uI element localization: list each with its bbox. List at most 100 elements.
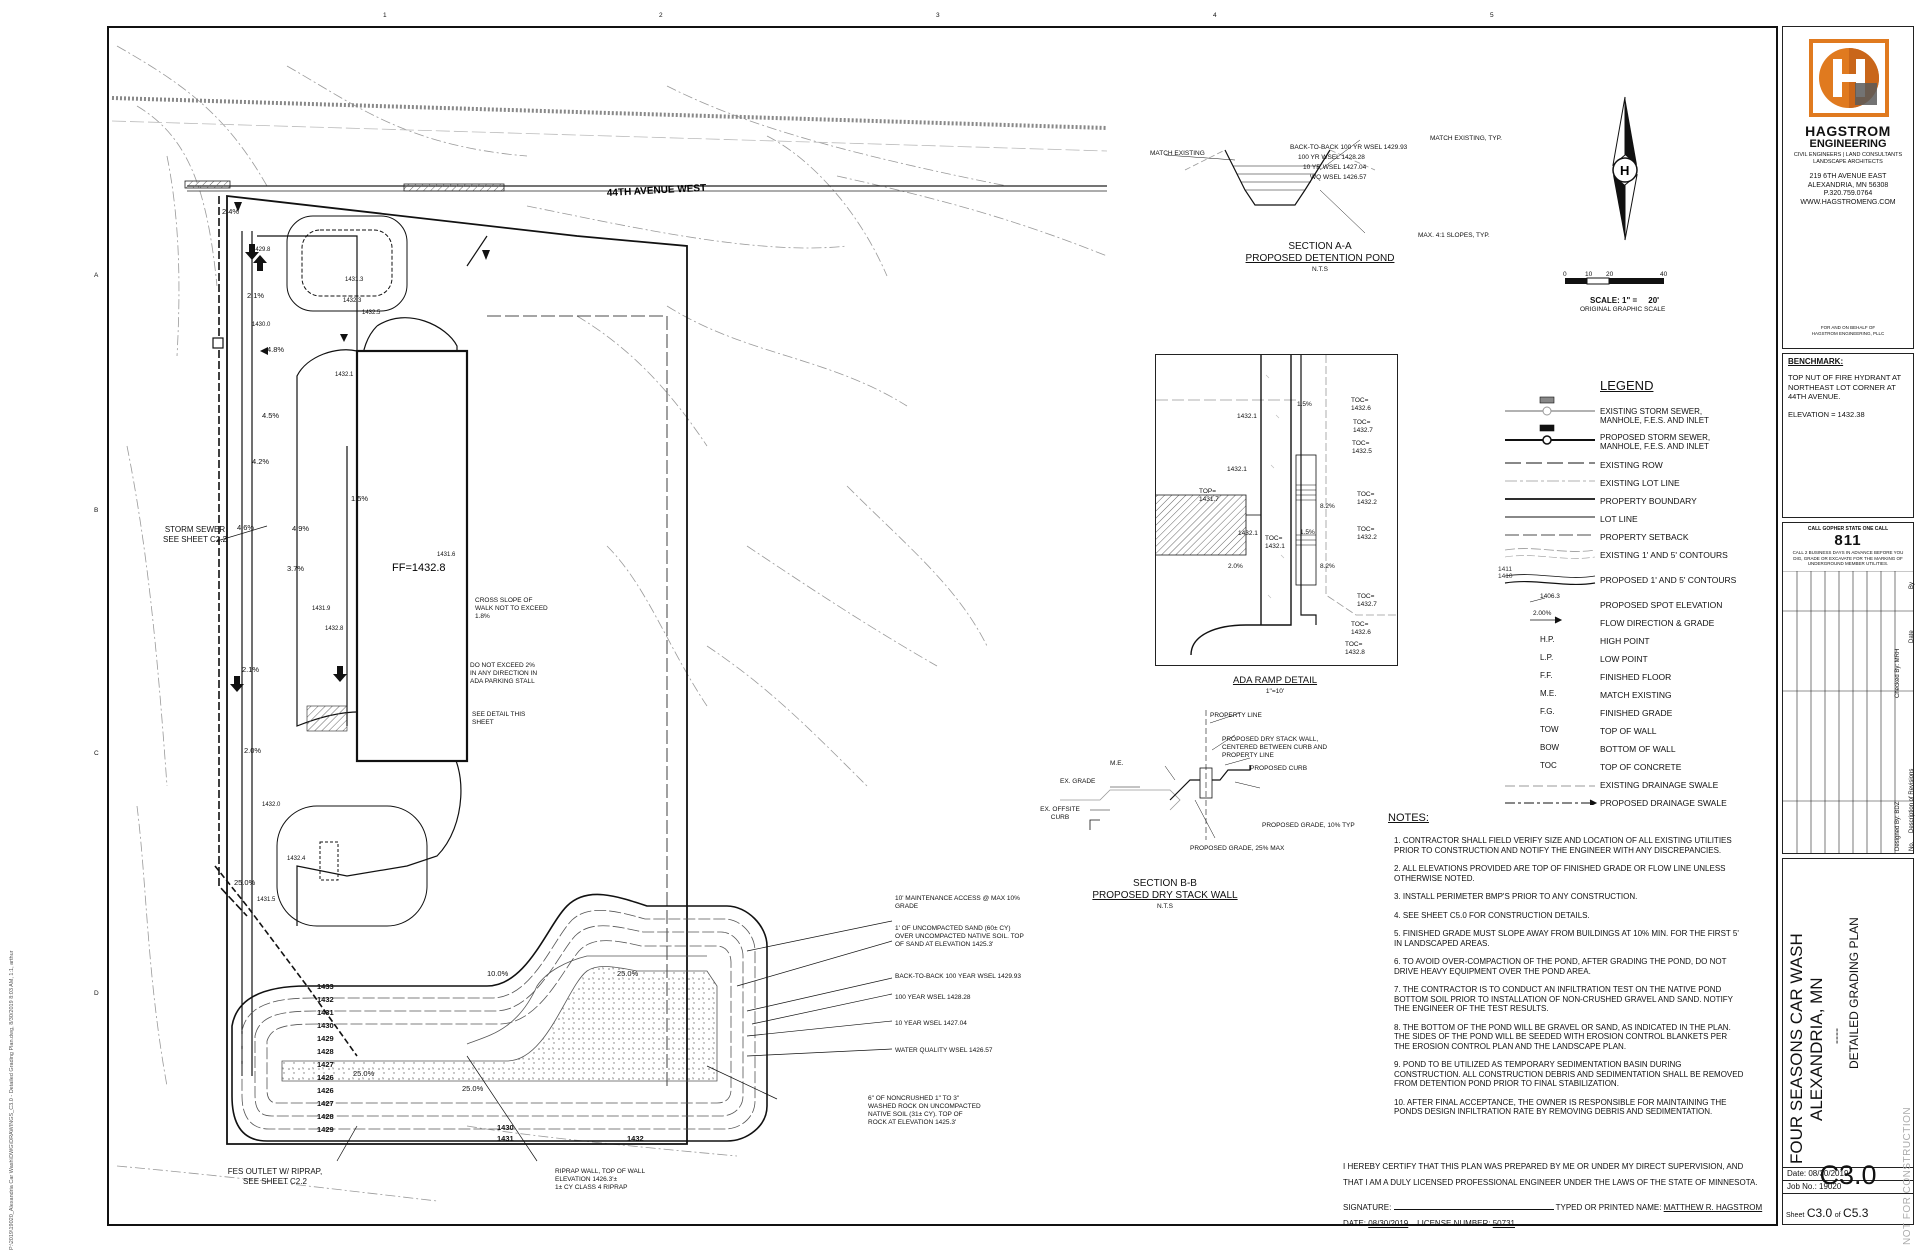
scale-tick: 20	[1606, 271, 1614, 278]
firm-address: 219 6TH AVENUE EAST ALEXANDRIA, MN 56308…	[1783, 173, 1913, 207]
benchmark-elevation: ELEVATION = 1432.38	[1788, 410, 1865, 419]
legend-item: PROPERTY BOUNDARY	[1600, 496, 1697, 506]
slope-label: 4.9%	[292, 524, 309, 533]
south-island	[276, 805, 428, 927]
contour-label: 1433	[317, 982, 334, 991]
slope-labels: 2.4% 2.1% 4.8% 4.5% 4.2% 4.6% 4.9% 3.7% …	[222, 207, 639, 1093]
legend-symbol-text: 1406.3	[1540, 593, 1560, 600]
slope-label: 4.6%	[237, 523, 254, 532]
date-license-line: DATE: 08/30/2019 LICENSE NUMBER: 50731	[1343, 1219, 1515, 1228]
not-for-construction-stamp: NOT FOR CONSTRUCTION	[1902, 1106, 1913, 1245]
legend-symbol-text: BOW	[1540, 743, 1560, 752]
legend-item: PROPOSED STORM SEWER, MANHOLE, F.E.S. AN…	[1600, 433, 1711, 451]
project-block: FOUR SEASONS CAR WASH ALEXANDRIA, MN ---…	[1782, 858, 1914, 1225]
legend-symbol-text: 2.00%	[1533, 610, 1552, 617]
scale-tick: 40	[1660, 271, 1668, 278]
site-plan: FF=1432.8 2.4% 2.1% 4.8% 4.5%	[111, 45, 1108, 1202]
spot-elevation: 1432.1	[335, 372, 354, 378]
ada-slope: 1.5%	[1297, 401, 1312, 408]
section-b-label: PROPERTY LINE	[1210, 712, 1262, 719]
grid-number-3: 3	[936, 12, 940, 19]
contour-label: 1430	[497, 1123, 514, 1132]
legend-list: EXISTING STORM SEWER, MANHOLE, F.E.S. AN…	[1600, 400, 1740, 810]
benchmark-text: TOP NUT OF FIRE HYDRANT AT NORTHEAST LOT…	[1788, 373, 1901, 401]
road-name: 44TH AVENUE WEST	[607, 183, 707, 199]
spot-elevation: 1431.9	[312, 606, 331, 612]
section-b-subtitle: PROPOSED DRY STACK WALL	[1092, 890, 1238, 901]
project-dash: ----	[1829, 1028, 1843, 1044]
revision-block: CALL GOPHER STATE ONE CALL 811 CALL 2 BU…	[1782, 522, 1915, 854]
section-b-label: PROPOSED DRY STACK WALL, CENTERED BETWEE…	[1222, 736, 1328, 759]
section-a-label: MAX. 4:1 SLOPES, TYP.	[1418, 232, 1490, 239]
firm-services: CIVIL ENGINEERS | LAND CONSULTANTS LANDS…	[1793, 152, 1903, 165]
section-a-title: SECTION A-A	[1288, 241, 1352, 252]
spot-elevation: 1430.0	[252, 322, 271, 328]
section-b-label: PROPOSED CURB	[1250, 765, 1308, 772]
contour-label: 1429	[317, 1125, 334, 1134]
revision-table	[1783, 571, 1913, 853]
section-b-label: PROPOSED GRADE, 25% MAX	[1190, 845, 1285, 852]
contour-label: 1426	[317, 1086, 334, 1095]
ada-slope: 8.2%	[1320, 563, 1335, 570]
pond-callout: 1' OF UNCOMPACTED SAND (60± CY) OVER UNC…	[895, 925, 1024, 948]
note-item: 9. POND TO BE UTILIZED AS TEMPORARY SEDI…	[1394, 1060, 1744, 1088]
rev-by-header: By	[1909, 581, 1915, 589]
legend-item: EXISTING ROW	[1600, 460, 1663, 470]
flow-arrows	[230, 202, 490, 692]
grid-number-2: 2	[659, 12, 663, 19]
gopher-text: CALL 2 BUSINESS DAYS IN ADVANCE BEFORE Y…	[1792, 550, 1904, 566]
sheet-border	[107, 26, 1778, 1226]
grid-number-4: 4	[1213, 12, 1217, 19]
section-a-drawing	[1164, 139, 1376, 234]
scale-bar	[1565, 277, 1664, 285]
legend-item: LOT LINE	[1600, 514, 1638, 524]
notes-list: 1. CONTRACTOR SHALL FIELD VERIFY SIZE AN…	[1394, 836, 1744, 1126]
slope-label: 10.0%	[487, 969, 509, 978]
date-label: DATE:	[1343, 1219, 1366, 1228]
ada-slope: 1.5%	[1300, 529, 1315, 536]
section-a-label: BACK-TO-BACK 100 YR WSEL 1429.93	[1290, 144, 1408, 151]
legend-symbol-text: H.P.	[1540, 635, 1555, 644]
contour-label: 1429	[317, 1034, 334, 1043]
sheet-label: Sheet	[1786, 1212, 1805, 1219]
legend-item: EXISTING DRAINAGE SWALE	[1600, 780, 1719, 790]
sheet-title: DETAILED GRADING PLAN	[1847, 917, 1861, 1069]
sheet-date-label: Date:	[1787, 1169, 1807, 1178]
svg-text:H: H	[1620, 163, 1629, 178]
sheet-of: of	[1834, 1212, 1841, 1219]
railroad	[111, 96, 1108, 152]
sheet-of-row: Sheet C3.0 of C5.3	[1786, 1206, 1868, 1220]
legend-symbol-text: F.F.	[1540, 671, 1553, 680]
legend-symbol-text: F.G.	[1540, 707, 1555, 716]
ada-ramp-drawing	[1156, 355, 1396, 656]
firm-block: HAGSTROM ENGINEERING CIVIL ENGINEERS | L…	[1782, 26, 1914, 349]
grid-letter-b: B	[94, 507, 99, 514]
spot-elevation: 1431.3	[345, 277, 364, 283]
note-item: 3. INSTALL PERIMETER BMP'S PRIOR TO ANY …	[1394, 892, 1638, 901]
ada-label: TOP= 1431.7	[1199, 488, 1219, 503]
benchmark-block: BENCHMARK: TOP NUT OF FIRE HYDRANT AT NO…	[1782, 353, 1914, 518]
rev-no-header: No.	[1909, 841, 1915, 851]
rev-date-header: Date	[1909, 630, 1915, 643]
legend-item: PROPERTY SETBACK	[1600, 532, 1689, 542]
north-island	[286, 215, 408, 312]
typed-name-label: TYPED OR PRINTED NAME:	[1555, 1203, 1662, 1212]
slope-label: 1.5%	[351, 494, 368, 503]
spot-elevation: 1431.5	[257, 897, 276, 903]
section-a-label: 10 YR WSEL 1427.04	[1303, 164, 1367, 171]
scale-tick: 0	[1563, 271, 1567, 278]
gopher-title: CALL GOPHER STATE ONE CALL	[1807, 526, 1889, 532]
cross-slope-note: CROSS SLOPE OF WALK NOT TO EXCEED 1.8%	[475, 597, 548, 620]
section-a-scale: N.T.S	[1312, 266, 1328, 273]
slope-label: 25.0%	[353, 1069, 375, 1078]
spot-elevation: 1432.3	[343, 298, 362, 304]
note-item: 6. TO AVOID OVER-COMPACTION OF THE POND,…	[1394, 957, 1727, 976]
catch-basin-icon	[212, 337, 224, 349]
designed-by: Designed By: BDZ	[1895, 801, 1901, 851]
section-b-label: PROPOSED GRADE, 10% TYP	[1262, 822, 1355, 829]
signature-label: SIGNATURE:	[1343, 1203, 1392, 1212]
contour-label: 1427	[317, 1099, 334, 1108]
contour-label: 1431	[317, 1008, 334, 1017]
spot-elevation: 1432.5	[362, 310, 381, 316]
firm-name: HAGSTROM	[1805, 123, 1891, 139]
